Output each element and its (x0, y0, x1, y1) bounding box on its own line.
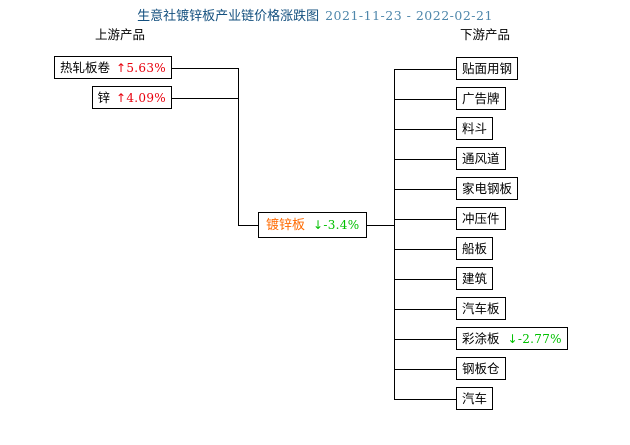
downstream-node-11[interactable]: 汽车 (456, 387, 494, 410)
downstream-node-3[interactable]: 通风道 (456, 147, 506, 170)
upstream-node-1-value: 4.09% (126, 91, 166, 105)
connector-downstream-stub-9 (394, 339, 456, 340)
center-node-galvanized-sheet[interactable]: 镀锌板 ↓-3.4% (258, 212, 368, 238)
upstream-node-1-change: ↑4.09% (116, 91, 166, 105)
down-arrow-icon: ↓ (313, 218, 324, 232)
downstream-node-8[interactable]: 汽车板 (456, 297, 506, 320)
downstream-node-7[interactable]: 建筑 (456, 267, 494, 290)
downstream-node-3-label: 通风道 (462, 151, 500, 166)
upstream-node-0[interactable]: 热轧板卷 ↑5.63% (54, 56, 172, 79)
connector-downstream-stub-0 (394, 69, 456, 70)
connector-downstream-stub-5 (394, 219, 456, 220)
down-arrow-icon: ↓ (507, 332, 518, 346)
downstream-node-8-label: 汽车板 (462, 301, 500, 316)
connector-downstream-stub-6 (394, 249, 456, 250)
connector-downstream-trunk (394, 69, 395, 399)
connector-upstream-to-center (238, 225, 258, 226)
connector-downstream-stub-1 (394, 99, 456, 100)
downstream-node-1-label: 广告牌 (462, 91, 500, 106)
upstream-header: 上游产品 (95, 27, 146, 42)
center-node-value: -3.4% (323, 218, 360, 232)
downstream-node-9-label: 彩涂板 (462, 331, 500, 346)
center-node-label: 镀锌板 (266, 218, 306, 233)
downstream-node-4-label: 家电钢板 (462, 181, 513, 196)
title-date-range: 2021-11-23 - 2022-02-21 (325, 8, 493, 23)
center-node-change: ↓-3.4% (313, 218, 359, 232)
title-main: 生意社镀锌板产业链价格涨跌图 (137, 9, 320, 24)
downstream-header: 下游产品 (460, 27, 511, 42)
up-arrow-icon: ↑ (116, 61, 127, 75)
connector-downstream-stub-10 (394, 369, 456, 370)
up-arrow-icon: ↑ (116, 91, 127, 105)
connector-upstream-0 (172, 68, 238, 69)
downstream-node-6[interactable]: 船板 (456, 237, 494, 260)
connector-downstream-stub-4 (394, 189, 456, 190)
downstream-node-9[interactable]: 彩涂板 ↓-2.77% (456, 327, 568, 350)
downstream-node-4[interactable]: 家电钢板 (456, 177, 519, 200)
connector-upstream-trunk (238, 68, 239, 225)
upstream-node-1[interactable]: 锌 ↑4.09% (91, 86, 172, 109)
upstream-node-1-label: 锌 (97, 90, 111, 105)
upstream-node-0-change: ↑5.63% (116, 61, 166, 75)
downstream-node-2[interactable]: 料斗 (456, 117, 494, 140)
connector-downstream-stub-3 (394, 159, 456, 160)
upstream-node-0-label: 热轧板卷 (60, 60, 111, 75)
page-title: 生意社镀锌板产业链价格涨跌图 2021-11-23 - 2022-02-21 (0, 8, 630, 25)
upstream-node-0-value: 5.63% (126, 61, 166, 75)
connector-center-to-downstream (367, 225, 394, 226)
connector-upstream-1 (172, 98, 238, 99)
downstream-node-10-label: 钢板仓 (462, 361, 500, 376)
connector-downstream-stub-2 (394, 129, 456, 130)
downstream-node-6-label: 船板 (462, 241, 488, 256)
downstream-node-10[interactable]: 钢板仓 (456, 357, 506, 380)
downstream-node-5[interactable]: 冲压件 (456, 207, 506, 230)
connector-downstream-stub-7 (394, 279, 456, 280)
connector-downstream-stub-8 (394, 309, 456, 310)
downstream-node-9-value: -2.77% (517, 332, 562, 346)
connector-downstream-stub-11 (394, 399, 456, 400)
downstream-node-1[interactable]: 广告牌 (456, 87, 506, 110)
downstream-node-0[interactable]: 贴面用钢 (456, 57, 519, 80)
downstream-node-7-label: 建筑 (462, 271, 488, 286)
downstream-node-11-label: 汽车 (462, 391, 488, 406)
downstream-node-2-label: 料斗 (462, 121, 488, 136)
downstream-node-9-change: ↓-2.77% (508, 332, 562, 346)
downstream-node-0-label: 贴面用钢 (462, 61, 513, 76)
downstream-node-5-label: 冲压件 (462, 211, 500, 226)
